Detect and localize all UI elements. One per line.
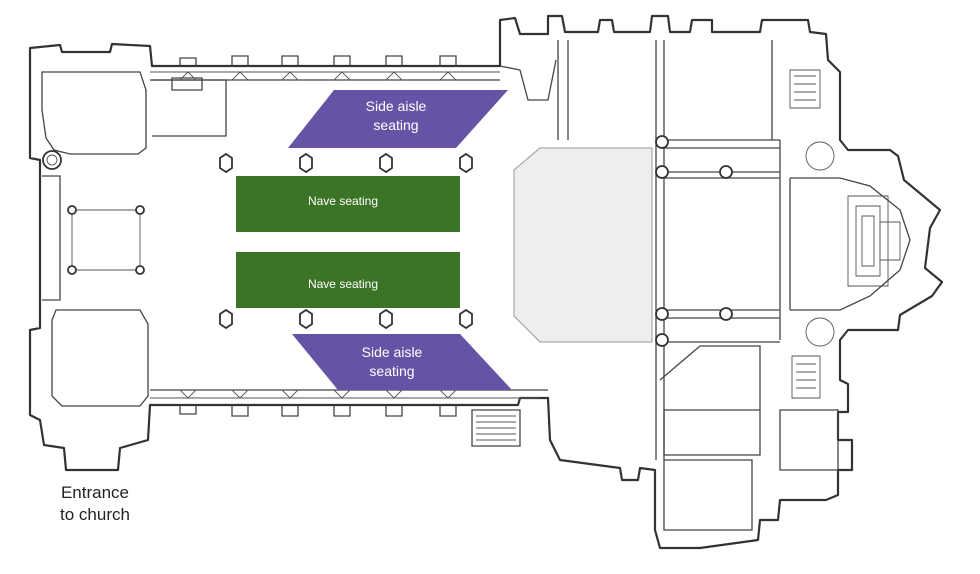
chancel-structure [557, 40, 839, 531]
side-aisle-seating-south [292, 334, 512, 390]
side-aisle-south-label-line1: Side aisle [362, 344, 423, 360]
seating-zones: Side aisle seating Nave seating Nave sea… [236, 90, 512, 390]
sanctuary-platform [513, 147, 653, 343]
side-aisle-south-label-line2: seating [369, 363, 414, 379]
entrance-caption-line2: to church [60, 505, 130, 524]
entrance-caption: Entrance to church [30, 482, 160, 526]
nave-north-label: Nave seating [308, 194, 378, 208]
side-aisle-north-label-line2: seating [373, 117, 418, 133]
nave-south-label: Nave seating [308, 277, 378, 291]
nave-seating-north [236, 176, 460, 232]
nave-seating-south [236, 252, 460, 308]
side-aisle-seating-north [288, 90, 508, 148]
side-aisle-north-label-line1: Side aisle [366, 98, 427, 114]
nave-piers [219, 152, 473, 330]
south-buttresses [179, 389, 521, 447]
north-buttresses [179, 55, 557, 101]
apse [790, 177, 911, 311]
entrance-caption-line1: Entrance [60, 483, 130, 502]
